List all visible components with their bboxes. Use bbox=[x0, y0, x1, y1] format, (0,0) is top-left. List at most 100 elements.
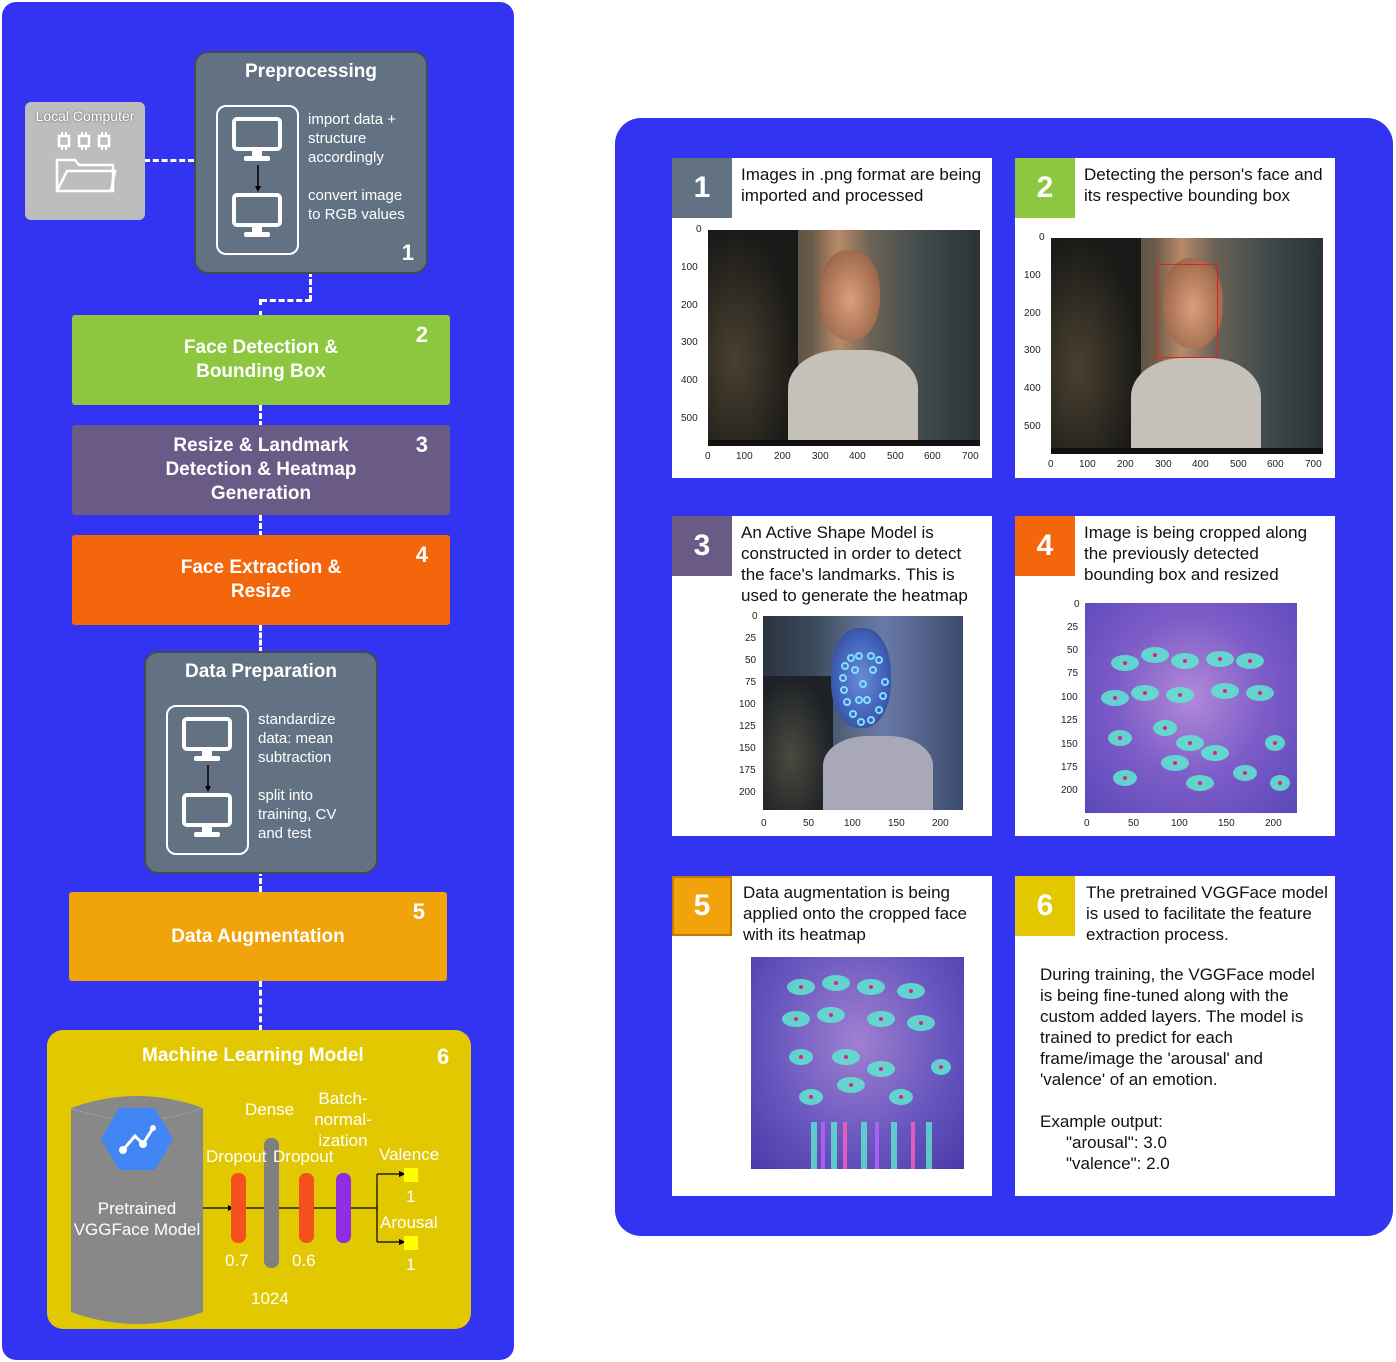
connector-prep-5 bbox=[259, 870, 262, 892]
pretrained-model-label: Pretrained VGGFace Model bbox=[73, 1199, 201, 1239]
bounding-box bbox=[1156, 264, 1218, 358]
y-tick: 0 bbox=[1039, 232, 1045, 243]
x-tick: 500 bbox=[887, 451, 904, 462]
y-tick: 100 bbox=[1061, 692, 1078, 703]
dense-units: 1024 bbox=[251, 1289, 289, 1308]
x-tick: 300 bbox=[1155, 459, 1172, 470]
y-tick: 400 bbox=[681, 375, 698, 386]
step-card-3: 3 An Active Shape Model is constructed i… bbox=[672, 516, 992, 836]
y-tick: 400 bbox=[1024, 383, 1041, 394]
valence-units: 1 bbox=[406, 1187, 416, 1206]
x-tick: 0 bbox=[761, 818, 767, 829]
y-tick: 75 bbox=[745, 677, 757, 688]
y-tick: 200 bbox=[739, 787, 756, 798]
arousal-label: Arousal bbox=[380, 1213, 438, 1232]
x-tick: 100 bbox=[1171, 818, 1188, 829]
step-card-2: 2 Detecting the person's face and its re… bbox=[1015, 158, 1335, 478]
y-tick: 300 bbox=[1024, 345, 1041, 356]
data-augmentation-stage: Data Augmentation 5 bbox=[69, 892, 447, 981]
y-tick: 0 bbox=[696, 224, 702, 235]
resize-landmark-label: Resize & Landmark Detection & Heatmap Ge… bbox=[165, 435, 357, 504]
y-tick: 200 bbox=[1024, 308, 1041, 319]
data-augmentation-label: Data Augmentation bbox=[171, 925, 345, 947]
y-tick: 500 bbox=[681, 413, 698, 424]
arrow-down-icon bbox=[205, 765, 211, 792]
x-tick: 400 bbox=[849, 451, 866, 462]
y-tick: 100 bbox=[1024, 270, 1041, 281]
face-detection-label: Face Detection & Bounding Box bbox=[183, 337, 339, 382]
step-card-6: 6 The pretrained VGGFace model is used t… bbox=[1015, 876, 1335, 1196]
step-badge-4: 4 bbox=[1015, 516, 1075, 576]
local-computer-label: Local Computer bbox=[35, 108, 135, 124]
connector-2-3 bbox=[259, 405, 262, 427]
y-tick: 125 bbox=[1061, 715, 1078, 726]
dropout-layer-2 bbox=[299, 1173, 314, 1243]
heatmap-image-crop bbox=[1085, 603, 1297, 813]
connector-preprocessing-left bbox=[261, 299, 311, 302]
step-badge-1: 1 bbox=[672, 158, 732, 218]
x-tick: 0 bbox=[1084, 818, 1090, 829]
y-tick: 125 bbox=[739, 721, 756, 732]
x-tick: 600 bbox=[1267, 459, 1284, 470]
x-tick: 200 bbox=[1265, 818, 1282, 829]
dropout-rate-1: 0.7 bbox=[225, 1251, 249, 1270]
y-tick: 500 bbox=[1024, 421, 1041, 432]
landmark-points bbox=[839, 652, 889, 726]
batchnorm-label: Batch-normal-ization bbox=[314, 1089, 372, 1150]
dense-layer bbox=[264, 1138, 279, 1268]
face-detection-stage: Face Detection & Bounding Box 2 bbox=[72, 315, 450, 405]
data-preparation-step2: split into training, CV and test bbox=[258, 787, 337, 842]
connector-4-prep bbox=[259, 625, 262, 653]
step-badge-5: 5 bbox=[672, 876, 732, 936]
x-tick: 100 bbox=[844, 818, 861, 829]
preprocessing-step2: convert image to RGB values bbox=[308, 187, 405, 223]
step-text-3: An Active Shape Model is constructed in … bbox=[741, 523, 968, 605]
step-card-1: 1 Images in .png format are being import… bbox=[672, 158, 992, 478]
connector-preprocessing-down bbox=[309, 271, 312, 301]
data-preparation-box: Data Preparation standardize data: mean … bbox=[144, 651, 378, 874]
step-text-6: The pretrained VGGFace model is used to … bbox=[1086, 883, 1328, 944]
dropout-label-1: Dropout bbox=[206, 1147, 267, 1166]
ml-model-title: Machine Learning Model bbox=[142, 1045, 364, 1066]
x-tick: 400 bbox=[1192, 459, 1209, 470]
x-tick: 150 bbox=[1218, 818, 1235, 829]
y-tick: 200 bbox=[1061, 785, 1078, 796]
augmented-heatmap-spots bbox=[782, 975, 951, 1169]
step-text-4: Image is being cropped along the previou… bbox=[1084, 523, 1308, 584]
resize-landmark-number: 3 bbox=[415, 432, 428, 457]
monitor-icon bbox=[232, 117, 282, 161]
valence-label: Valence bbox=[379, 1145, 440, 1164]
step-text-5: Data augmentation is being applied onto … bbox=[743, 883, 968, 944]
face-extraction-number: 4 bbox=[415, 542, 428, 567]
preprocessing-number: 1 bbox=[401, 240, 414, 265]
x-tick: 700 bbox=[1305, 459, 1322, 470]
step6-paragraph: During training, the VGGFace model is be… bbox=[1040, 965, 1315, 1089]
connector-local-preprocessing bbox=[144, 159, 194, 162]
monitor-icon bbox=[182, 793, 232, 837]
connector-to-stage2 bbox=[259, 299, 262, 317]
y-tick: 150 bbox=[1061, 739, 1078, 750]
heatmap-spots bbox=[1101, 647, 1290, 791]
y-tick: 0 bbox=[752, 611, 758, 622]
data-preparation-step1: standardize data: mean subtraction bbox=[258, 711, 336, 766]
x-tick: 700 bbox=[962, 451, 979, 462]
cloud-ml-icon bbox=[101, 1108, 173, 1170]
x-tick: 0 bbox=[1048, 459, 1054, 470]
y-tick: 50 bbox=[745, 655, 757, 666]
local-computer: Local Computer bbox=[25, 102, 145, 220]
face-extraction-stage: Face Extraction & Resize 4 bbox=[72, 535, 450, 625]
face-detection-number: 2 bbox=[415, 322, 428, 347]
step6-example-title: Example output: bbox=[1040, 1112, 1163, 1131]
step-badge-6: 6 bbox=[1015, 876, 1075, 936]
x-tick: 100 bbox=[1079, 459, 1096, 470]
preprocessing-box: Preprocessing import data + structure ac… bbox=[194, 51, 428, 274]
y-tick: 175 bbox=[1061, 762, 1078, 773]
preprocessing-title: Preprocessing bbox=[245, 61, 377, 82]
x-tick: 50 bbox=[1128, 818, 1140, 829]
arrow-down-icon bbox=[255, 165, 261, 192]
x-tick: 200 bbox=[774, 451, 791, 462]
x-tick: 100 bbox=[736, 451, 753, 462]
frame-image-2 bbox=[1051, 238, 1323, 454]
ml-model-box: Machine Learning Model 6 Pretrained VGGF… bbox=[47, 1030, 471, 1329]
data-augmentation-number: 5 bbox=[412, 899, 425, 924]
